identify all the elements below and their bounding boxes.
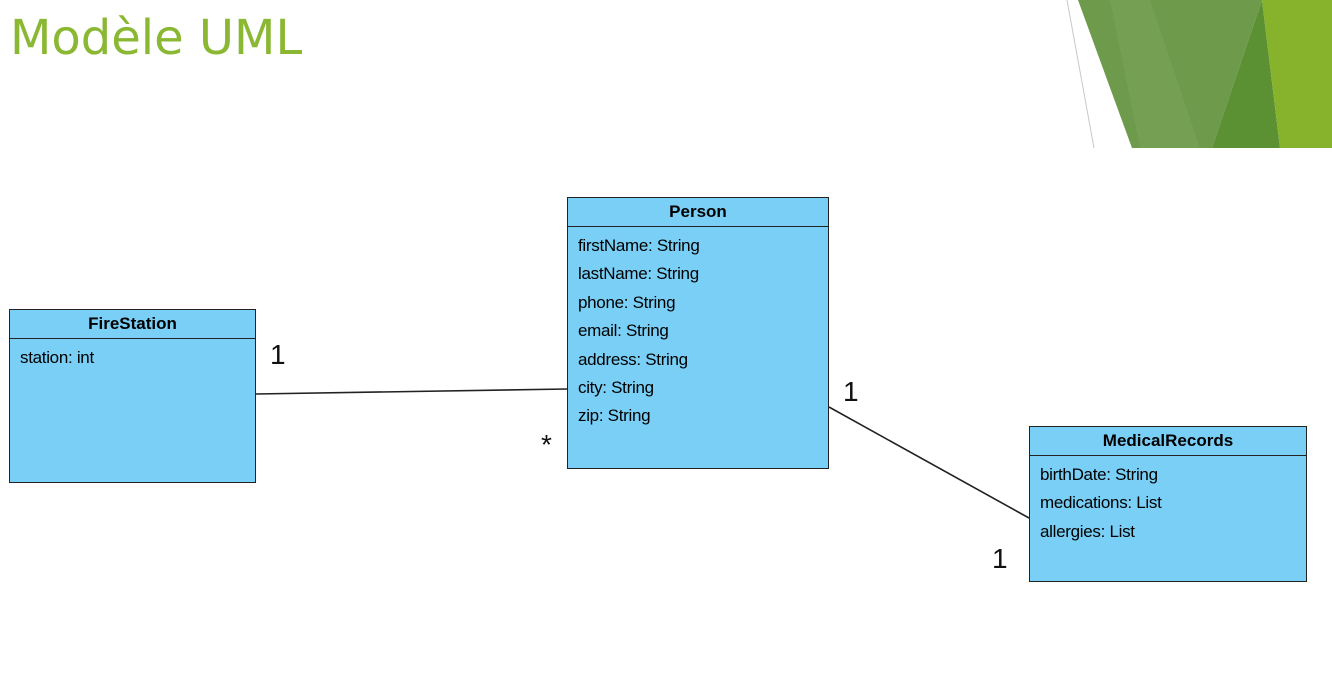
class-firestation-name: FireStation (10, 310, 255, 339)
class-person-name: Person (568, 198, 828, 227)
class-medicalrecords-attributes: birthDate: String medications: List alle… (1030, 456, 1306, 546)
class-medicalrecords-name: MedicalRecords (1030, 427, 1306, 456)
attribute-phone: phone: String (578, 292, 676, 312)
attribute-email: email: String (578, 321, 669, 341)
multiplicity-person-end-one: 1 (843, 376, 859, 407)
attribute-medications: medications: List (1040, 493, 1162, 513)
multiplicity-firestation-end: 1 (270, 339, 286, 370)
attribute-lastname: lastName: String (578, 264, 699, 284)
page-title: Modèle UML (10, 10, 303, 66)
class-person-attributes: firstName: String lastName: String phone… (568, 227, 828, 431)
association-person-medicalrecords (828, 406, 1030, 519)
class-medicalrecords[interactable]: MedicalRecords birthDate: String medicat… (1029, 426, 1307, 582)
attribute-city: city: String (578, 378, 654, 398)
class-person[interactable]: Person firstName: String lastName: Strin… (567, 197, 829, 469)
class-firestation-attributes: station: int (10, 339, 255, 372)
multiplicity-medicalrecords-end: 1 (992, 543, 1008, 574)
multiplicity-person-end-many: * (541, 429, 552, 460)
class-firestation[interactable]: FireStation station: int (9, 309, 256, 483)
attribute-allergies: allergies: List (1040, 521, 1135, 541)
attribute-birthdate: birthDate: String (1040, 465, 1158, 484)
attribute-station: station: int (20, 348, 94, 367)
association-firestation-person (255, 388, 568, 395)
attribute-firstname: firstName: String (578, 236, 700, 255)
attribute-zip: zip: String (578, 406, 651, 426)
attribute-address: address: String (578, 349, 688, 369)
